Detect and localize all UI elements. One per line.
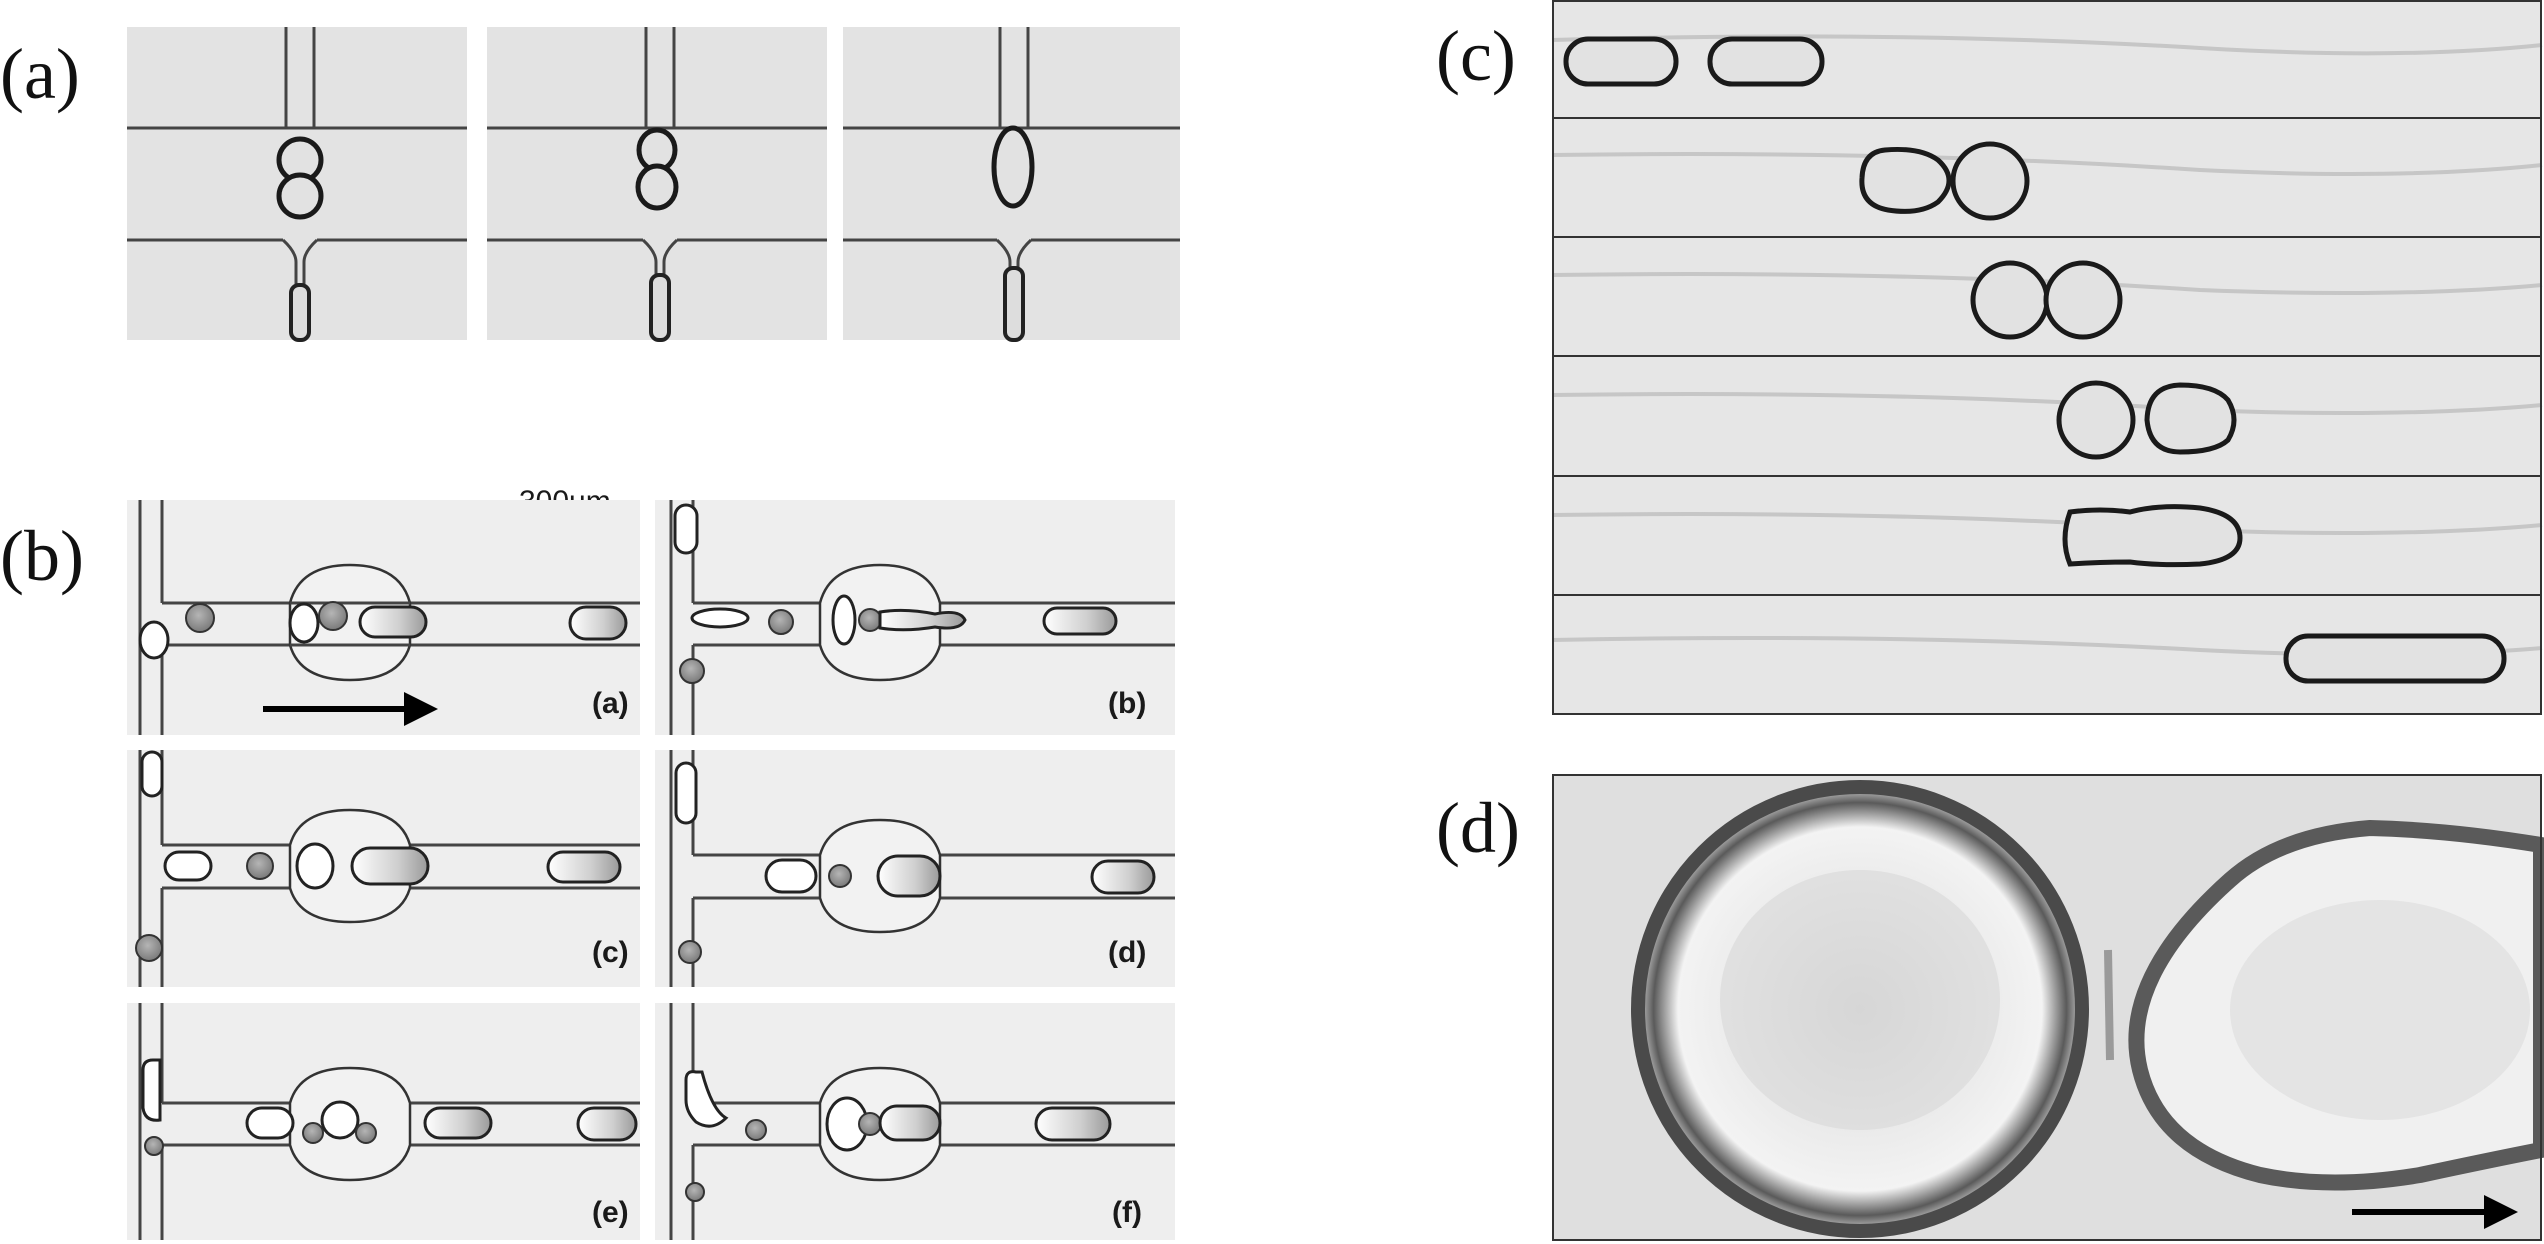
panel-b-frame-f: (f) (655, 1003, 1175, 1240)
panel-b-frame-b: (b) (655, 500, 1175, 735)
panel-b-frame-d: (d) (655, 750, 1175, 987)
subfigure-label-c: (c) (592, 936, 629, 969)
panel-label-c: (c) (1436, 16, 1516, 96)
flow-arrow-right-icon (263, 692, 438, 726)
panel-b: (b) 300um (a) (0, 485, 1175, 1240)
panel-a-frame-3 (843, 27, 1180, 342)
flow-arrow-right-icon (2352, 1195, 2518, 1229)
subfigure-label-a: (a) (592, 687, 629, 720)
panel-c-strip-stack (1551, 0, 2543, 715)
panel-b-frame-e: (e) (127, 1003, 640, 1240)
panel-d: (d) (1436, 774, 2544, 1241)
panel-a-frame-1 (127, 27, 467, 342)
panel-a: (a) (0, 27, 1180, 342)
subfigure-label-e: (e) (592, 1196, 629, 1229)
panel-label-d: (d) (1436, 788, 1520, 868)
subfigure-label-d: (d) (1108, 936, 1146, 969)
subfigure-label-f: (f) (1112, 1196, 1142, 1229)
panel-c: (c) (1436, 0, 2543, 715)
panel-a-frame-2 (487, 27, 827, 342)
panel-b-frame-c: (c) (127, 750, 640, 987)
panel-b-frame-a: (a) (127, 500, 640, 735)
panel-d-closeup (1552, 774, 2544, 1241)
panel-label-a: (a) (0, 34, 80, 114)
panel-label-b: (b) (0, 516, 84, 596)
subfigure-label-b: (b) (1108, 687, 1146, 720)
